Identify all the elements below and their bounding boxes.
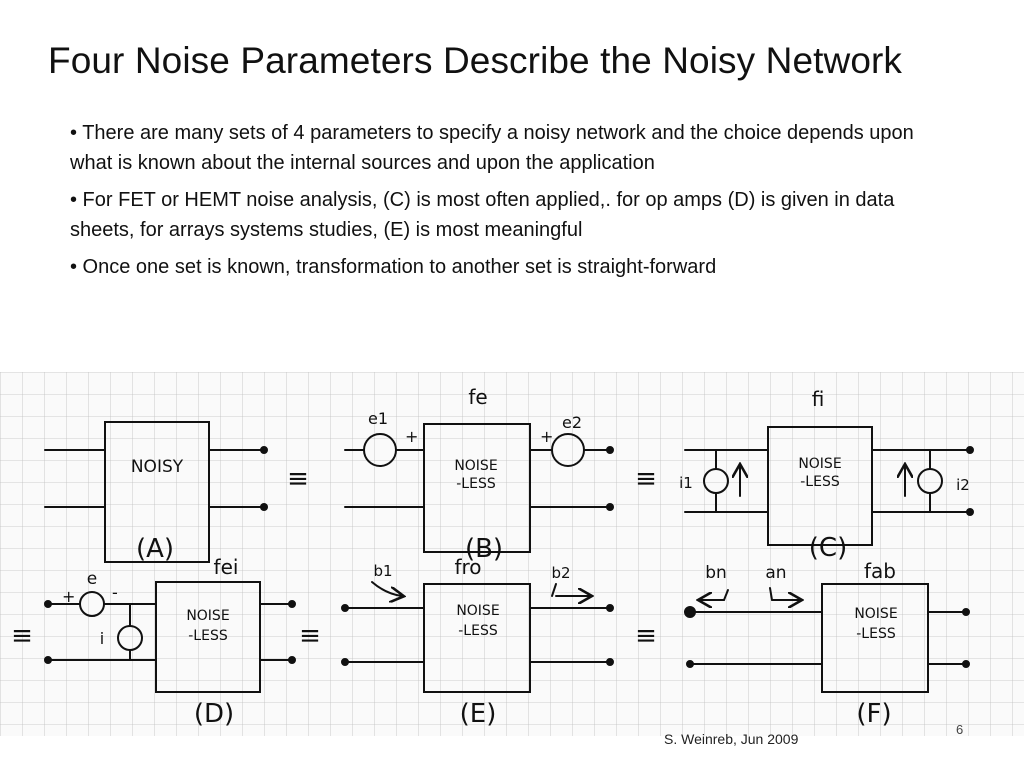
- label-an: an: [765, 563, 786, 583]
- equiv-symbol: ≡: [11, 621, 33, 651]
- label-plus: +: [540, 427, 553, 446]
- equiv-symbol: ≡: [299, 621, 321, 651]
- label-fi: fi: [812, 387, 825, 411]
- caption-c: (C): [809, 533, 847, 563]
- label-i1: i1: [679, 474, 693, 492]
- caption-d: (D): [194, 699, 234, 729]
- label-fei: fei: [214, 555, 239, 579]
- box-label-less: -LESS: [458, 623, 498, 639]
- slide-number: 6: [956, 722, 964, 737]
- label-fab: fab: [864, 559, 896, 583]
- bullet-item: • There are many sets of 4 parameters to…: [70, 122, 914, 174]
- label-plus: +: [62, 587, 75, 606]
- diagram-c: fi i1 i2 NOISE -LESS (C): [679, 387, 974, 563]
- noise-network-sketch: NOISY (A) ≡ fe e1 e2 + + NOISE -LESS (B): [0, 372, 1024, 736]
- bullet-list: • There are many sets of 4 parameters to…: [70, 118, 920, 289]
- diagram-b: fe e1 e2 + + NOISE -LESS (B) ≡: [344, 385, 657, 564]
- box-label-noise: NOISE: [854, 606, 897, 622]
- label-fro: fro: [454, 555, 481, 579]
- diagram-e: fro b1 b2 NOISE -LESS (E) ≡: [341, 555, 657, 729]
- label-bn: bn: [705, 563, 727, 583]
- bullet-item: • Once one set is known, transformation …: [70, 256, 717, 278]
- label-i2: i2: [956, 476, 970, 494]
- label-e1: e1: [368, 409, 388, 428]
- box-label-noise: NOISE: [454, 458, 497, 474]
- label-e: e: [87, 569, 97, 589]
- label-b2: b2: [551, 564, 570, 582]
- label-minus: -: [112, 583, 118, 602]
- equiv-symbol: ≡: [635, 464, 657, 494]
- bullet-item: • For FET or HEMT noise analysis, (C) is…: [70, 189, 895, 241]
- label-e2: e2: [562, 413, 582, 432]
- box-label-less: -LESS: [856, 626, 896, 642]
- label-b1: b1: [373, 562, 392, 580]
- footer-credit: S. Weinreb, Jun 2009: [664, 731, 799, 747]
- diagram-a: NOISY (A) ≡: [44, 421, 309, 564]
- caption-e: (E): [460, 699, 497, 729]
- slide-title: Four Noise Parameters Describe the Noisy…: [48, 40, 903, 81]
- caption-b: (B): [465, 534, 503, 564]
- diagram-f: fab bn an NOISE -LESS (F): [684, 559, 970, 729]
- box-label-noise: NOISE: [186, 608, 229, 624]
- diagram-d: ≡ fei e + - i NOISE -LESS (D) ≡: [11, 555, 321, 729]
- equiv-symbol: ≡: [287, 464, 309, 494]
- label-i: i: [100, 629, 104, 648]
- box-label-less: -LESS: [800, 474, 840, 490]
- box-label-less: -LESS: [188, 628, 228, 644]
- box-label-noise: NOISE: [798, 456, 841, 472]
- caption-a: (A): [136, 534, 174, 564]
- box-label-noisy: NOISY: [131, 457, 184, 477]
- caption-f: (F): [856, 699, 891, 729]
- label-plus: +: [405, 427, 418, 446]
- box-label-less: -LESS: [456, 476, 496, 492]
- label-fe: fe: [468, 385, 487, 409]
- box-label-noise: NOISE: [456, 603, 499, 619]
- equiv-symbol: ≡: [635, 621, 657, 651]
